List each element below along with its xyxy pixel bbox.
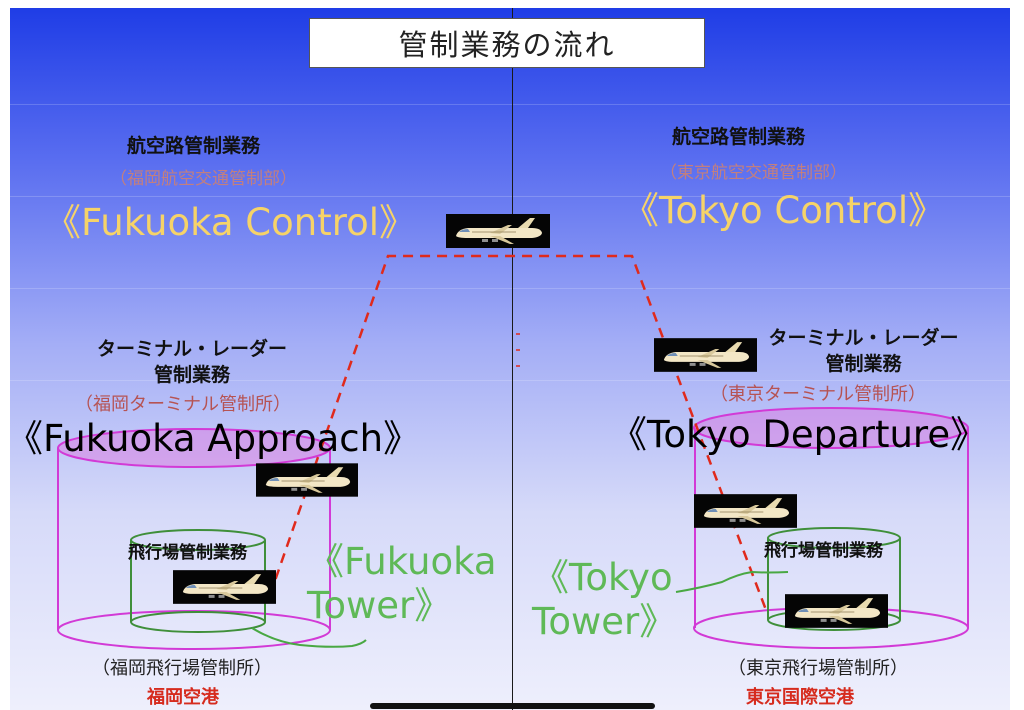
tokyo-enroute-office: （東京航空交通管制部） <box>660 163 847 183</box>
tokyo-tower-callsign: 《Tokyo Tower》 <box>532 556 677 643</box>
tokyo-terminal-service: ターミナル・レーダー 管制業務 <box>768 327 959 375</box>
tokyo-tower-service: 飛行場管制業務 <box>764 541 883 561</box>
fukuoka-terminal-service: ターミナル・レーダー 管制業務 <box>97 338 288 386</box>
fukuoka-approach-callsign: 《Fukuoka Approach》 <box>6 417 421 460</box>
fukuoka-enroute-service: 航空路管制業務 <box>127 135 261 157</box>
center-divider <box>512 8 513 710</box>
fukuoka-terminal-office: （福岡ターミナル管制所） <box>75 394 291 415</box>
grid-line <box>10 288 1010 289</box>
airliner-icon <box>654 338 757 372</box>
airliner-icon <box>694 494 797 528</box>
airliner-icon <box>446 214 550 248</box>
tokyo-tower-office: （東京飛行場管制所） <box>728 658 908 679</box>
fukuoka-tower-service: 飛行場管制業務 <box>128 543 247 563</box>
fukuoka-control-callsign: 《Fukuoka Control》 <box>44 201 417 244</box>
diagram-title-text: 管制業務の流れ <box>398 28 616 62</box>
airliner-icon <box>173 570 276 604</box>
fukuoka-tower-pointer <box>251 627 367 648</box>
grid-line <box>10 380 1010 381</box>
fukuoka-tower-callsign: 《Fukuoka Tower》 <box>307 540 497 627</box>
tokyo-enroute-service: 航空路管制業務 <box>672 126 806 148</box>
grid-line <box>10 196 1010 197</box>
flight-path <box>268 254 768 611</box>
airliner-icon <box>785 594 888 628</box>
fukuoka-airport: 福岡空港 <box>147 687 219 708</box>
airliner-icon <box>256 463 358 497</box>
tokyo-airport: 東京国際空港 <box>746 687 854 708</box>
tokyo-terminal-airspace <box>693 407 969 649</box>
fukuoka-terminal-airspace <box>57 428 331 650</box>
fukuoka-enroute-office: （福岡航空交通管制部） <box>110 169 297 189</box>
tokyo-control-callsign: 《Tokyo Control》 <box>622 189 946 232</box>
tokyo-terminal-office: （東京ターミナル管制所） <box>710 384 926 405</box>
tokyo-tower-pointer <box>675 570 789 593</box>
home-indicator-bar[interactable] <box>370 703 655 709</box>
fukuoka-tower-office: （福岡飛行場管制所） <box>92 658 272 679</box>
tokyo-departure-callsign: 《Tokyo Departure》 <box>610 413 988 456</box>
diagram-title: 管制業務の流れ <box>309 18 705 68</box>
grid-line <box>10 104 1010 105</box>
